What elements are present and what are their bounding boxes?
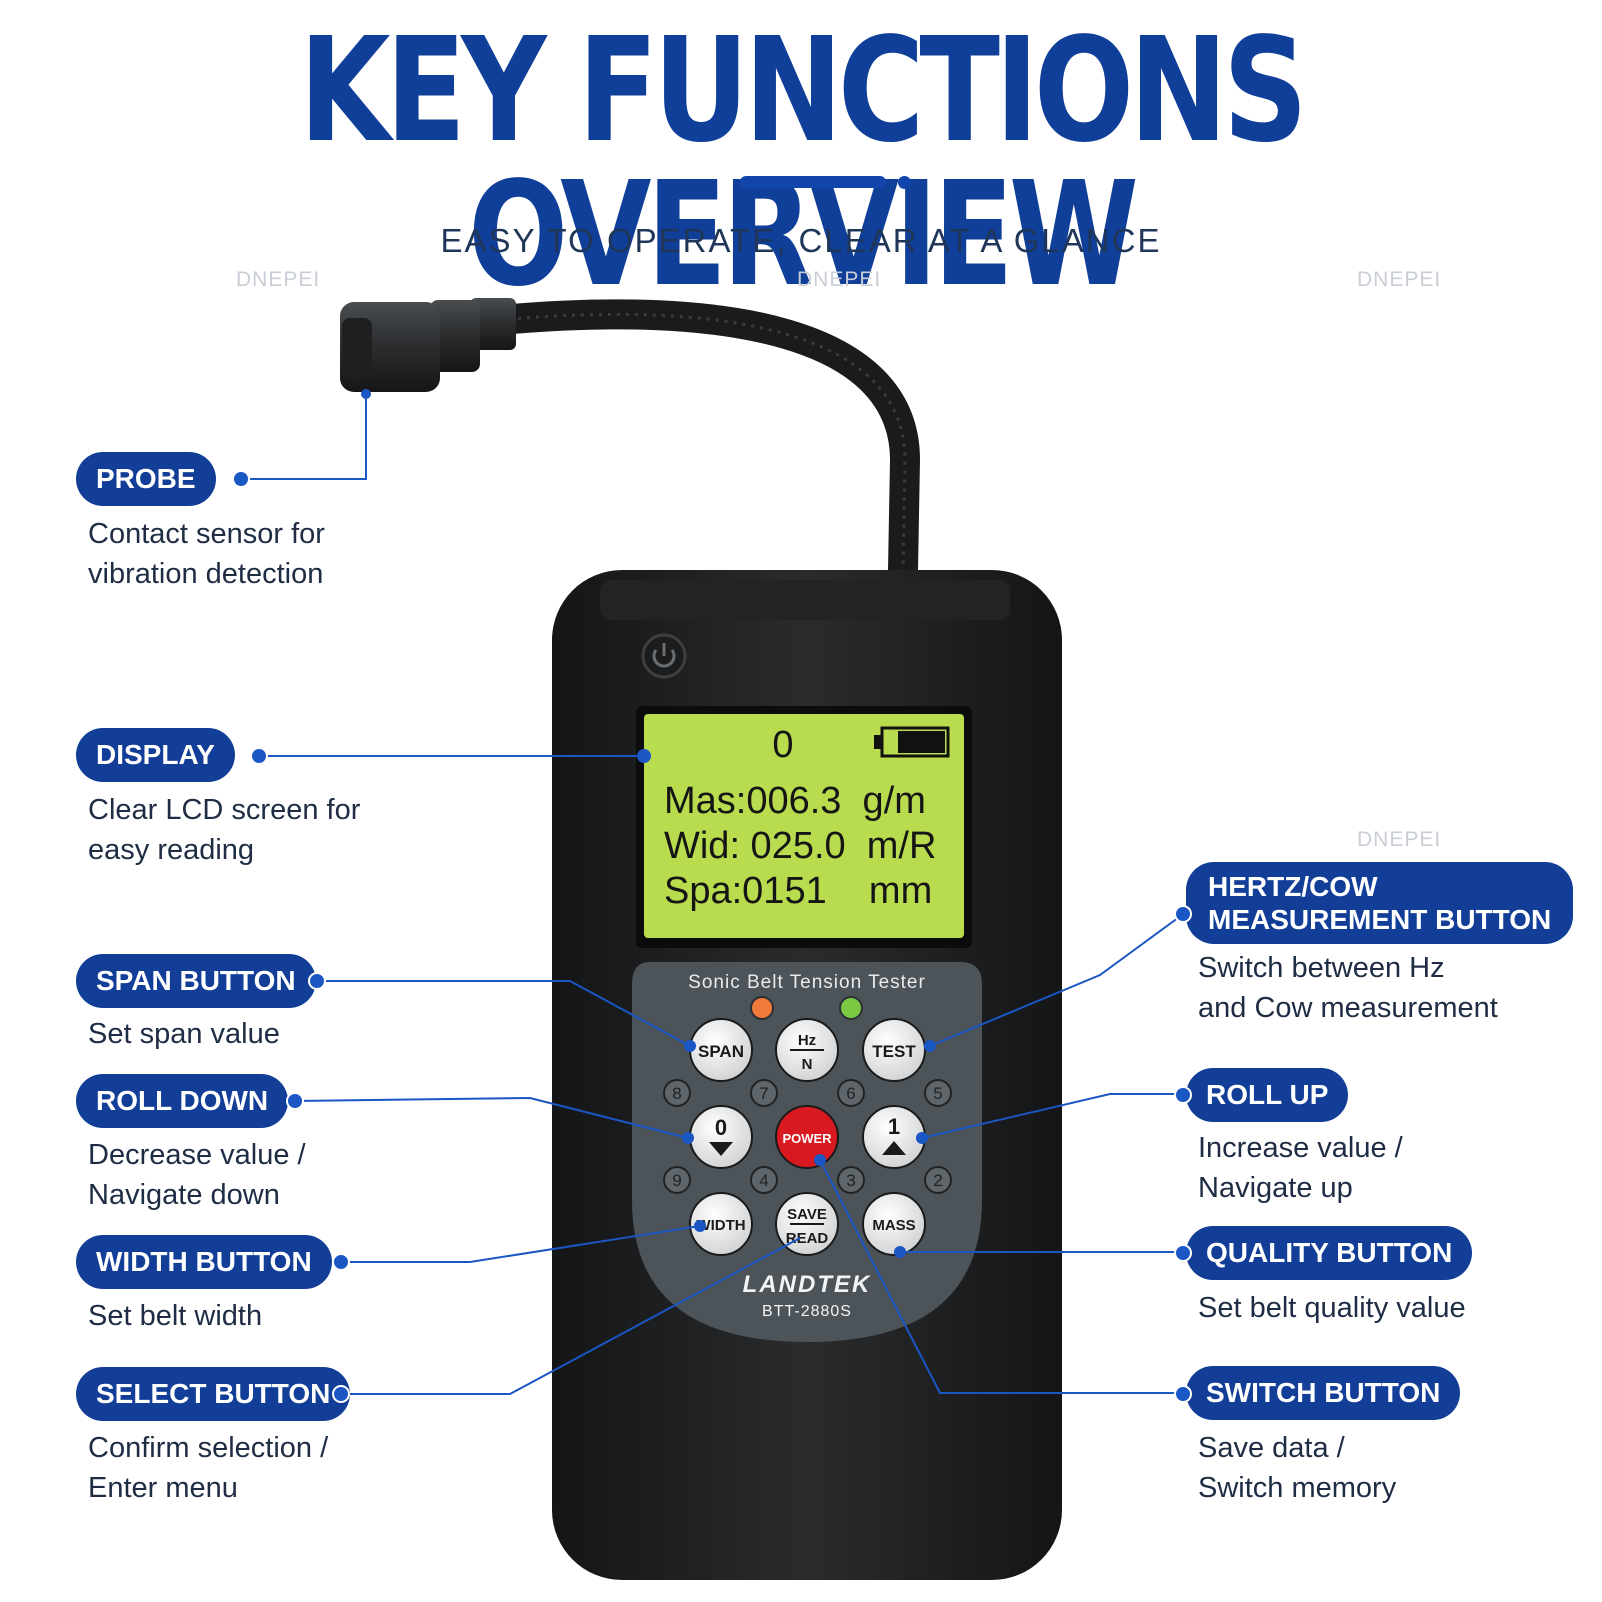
roll-down-key[interactable]: 0 xyxy=(689,1105,753,1169)
watermark: DNEPEI xyxy=(1357,828,1442,851)
lcd-screen xyxy=(644,714,964,938)
digit-marker: 5 xyxy=(933,1084,942,1103)
leader-endpoints xyxy=(361,389,936,1258)
test-key[interactable]: TEST xyxy=(862,1018,926,1082)
callout-dot xyxy=(332,1253,350,1271)
width-key[interactable]: WIDTH xyxy=(689,1192,753,1256)
width-button-description: Set belt width xyxy=(88,1300,263,1332)
callout-dot xyxy=(1174,1086,1192,1104)
arrow-up-icon xyxy=(882,1141,906,1155)
power-symbol-icon xyxy=(641,633,687,679)
lcd-line-mass: Mas:006.3 g/m xyxy=(664,780,926,822)
leader-lines xyxy=(240,394,1183,1395)
page-subtitle: EASY TO OPERATE, CLEAR AT A GLANCE xyxy=(440,222,1162,259)
digit-marker: 3 xyxy=(846,1171,855,1190)
switch-button-label: SWITCH BUTTON xyxy=(1186,1366,1461,1420)
callout-dot xyxy=(286,1092,304,1110)
width-button-label: WIDTH BUTTON xyxy=(76,1235,332,1289)
roll-down-description: Decrease value /Navigate down xyxy=(88,1139,306,1211)
select-button-label: SELECT BUTTON xyxy=(76,1367,351,1421)
save-read-key[interactable]: SAVE READ xyxy=(775,1192,839,1256)
brand-logo: LANDTEK xyxy=(743,1271,872,1298)
roll-down-label: ROLL DOWN xyxy=(76,1074,289,1128)
mass-key[interactable]: MASS xyxy=(862,1192,926,1256)
roll-up-key-label: 1 xyxy=(888,1114,900,1139)
watermark: DNEPEI xyxy=(797,268,882,291)
digit-marker: 8 xyxy=(672,1084,681,1103)
digit-marker: 7 xyxy=(759,1084,768,1103)
digit-marker: 2 xyxy=(933,1171,942,1190)
callout-dot xyxy=(1174,1244,1192,1262)
roll-up-key[interactable]: 1 xyxy=(862,1105,926,1169)
roll-up-description: Increase value /Navigate up xyxy=(1198,1132,1403,1204)
digit-marker: 4 xyxy=(759,1171,768,1190)
digit-markers: 8 7 6 5 9 4 3 2 xyxy=(663,1079,952,1194)
span-button-description: Set span value xyxy=(88,1018,280,1050)
span-key-label: SPAN xyxy=(698,1042,744,1061)
panel-title: Sonic Belt Tension Tester xyxy=(688,972,926,993)
mass-key-label: MASS xyxy=(872,1217,915,1234)
read-key-label: READ xyxy=(786,1230,829,1247)
display-label: DISPLAY xyxy=(76,728,235,782)
hz-n-key[interactable]: Hz N xyxy=(775,1018,839,1082)
roll-up-label: ROLL UP xyxy=(1186,1068,1349,1122)
lcd-line-span: Spa:0151 mm xyxy=(664,870,932,912)
span-button-label: SPAN BUTTON xyxy=(76,954,316,1008)
status-led-green xyxy=(839,996,863,1020)
lcd-line-0: 0 xyxy=(772,724,793,766)
power-key[interactable]: POWER xyxy=(775,1105,839,1169)
callout-dot xyxy=(250,747,268,765)
arrow-down-icon xyxy=(709,1142,733,1156)
battery-icon xyxy=(874,726,950,758)
probe-head xyxy=(340,298,516,392)
select-button-description: Confirm selection /Enter menu xyxy=(88,1432,329,1504)
span-key[interactable]: SPAN xyxy=(689,1018,753,1082)
roll-down-key-label: 0 xyxy=(715,1115,727,1140)
hz-key-label: Hz xyxy=(798,1032,816,1049)
test-key-label: TEST xyxy=(872,1042,916,1061)
switch-button-description: Save data /Switch memory xyxy=(1198,1432,1397,1504)
save-key-label: SAVE xyxy=(787,1206,827,1223)
title-divider-dot xyxy=(898,176,911,189)
digit-marker: 9 xyxy=(672,1171,681,1190)
quality-button-label: QUALITY BUTTON xyxy=(1186,1226,1473,1280)
gooseneck-cable xyxy=(485,299,921,585)
quality-button-description: Set belt quality value xyxy=(1198,1292,1466,1324)
watermark: DNEPEI xyxy=(1357,268,1442,291)
model-number: BTT-2880S xyxy=(762,1303,852,1320)
lcd-line-width: Wid: 025.0 m/R xyxy=(664,825,936,867)
callout-dot xyxy=(332,1385,350,1403)
callout-dot xyxy=(1174,1385,1192,1403)
callout-dot xyxy=(308,972,326,990)
digit-marker: 6 xyxy=(846,1084,855,1103)
power-key-label: POWER xyxy=(782,1131,832,1146)
callout-dot xyxy=(232,470,250,488)
callout-dot xyxy=(1174,905,1192,923)
watermark: DNEPEI xyxy=(236,268,321,291)
n-key-label: N xyxy=(802,1056,813,1073)
width-key-label: WIDTH xyxy=(696,1217,745,1234)
status-led-orange xyxy=(750,996,774,1020)
title-divider xyxy=(740,176,886,188)
probe-label: PROBE xyxy=(76,452,216,506)
